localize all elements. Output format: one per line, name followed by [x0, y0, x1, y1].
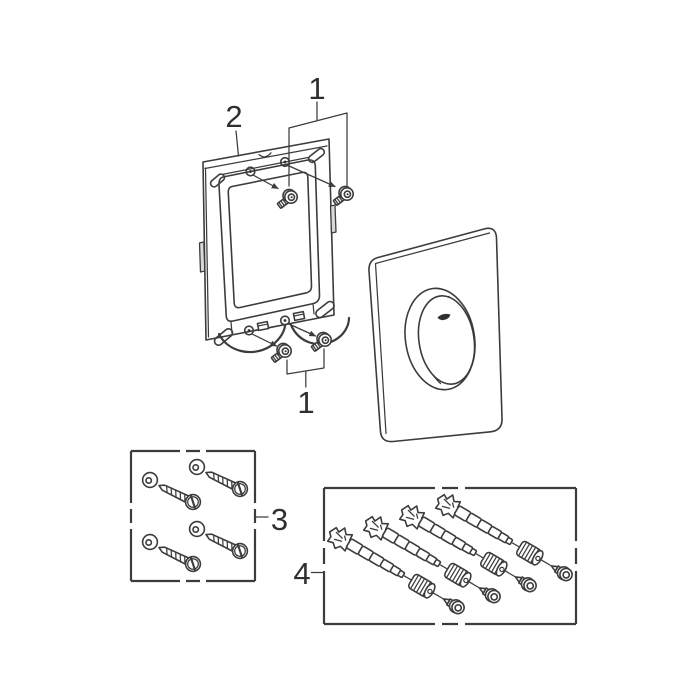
kit-box-4: [322, 486, 578, 626]
callout-3-label: 3: [271, 502, 288, 537]
callout-4: 4: [293, 556, 325, 591]
frame-screw-holes: [243, 156, 291, 336]
wood-screw-with-washer-icon: [141, 471, 202, 511]
frame-spring-wires: [217, 316, 351, 354]
kit-box-3: [129, 449, 257, 583]
mounting-frame-figure: [198, 138, 351, 354]
screw-washer-set: [141, 458, 249, 573]
callout-2-label: 2: [225, 99, 242, 134]
callout-1-bottom-label: 1: [297, 385, 314, 420]
flush-button-figure: [404, 287, 476, 391]
adjuster-bolt-set: [323, 488, 578, 622]
wood-screw-with-washer-icon: [141, 533, 202, 573]
callout-1-bottom: 1: [286, 348, 325, 420]
callout-2: 2: [225, 99, 243, 157]
callout-4-label: 4: [293, 556, 310, 591]
callout-1-top-label: 1: [308, 71, 325, 106]
wood-screw-with-washer-icon: [188, 458, 249, 498]
wood-screw-with-washer-icon: [188, 520, 249, 560]
callout-3: 3: [254, 502, 288, 537]
frame-right-tab: [329, 204, 337, 234]
frame-left-tab: [198, 241, 206, 273]
button-slot: [437, 313, 451, 321]
fixing-screw-icon: [270, 342, 293, 364]
leader-arrows: [251, 164, 336, 347]
fixing-screw-icon: [332, 185, 355, 207]
flush-plate-figure: [368, 227, 503, 443]
callout-1-top: 1: [288, 71, 348, 189]
